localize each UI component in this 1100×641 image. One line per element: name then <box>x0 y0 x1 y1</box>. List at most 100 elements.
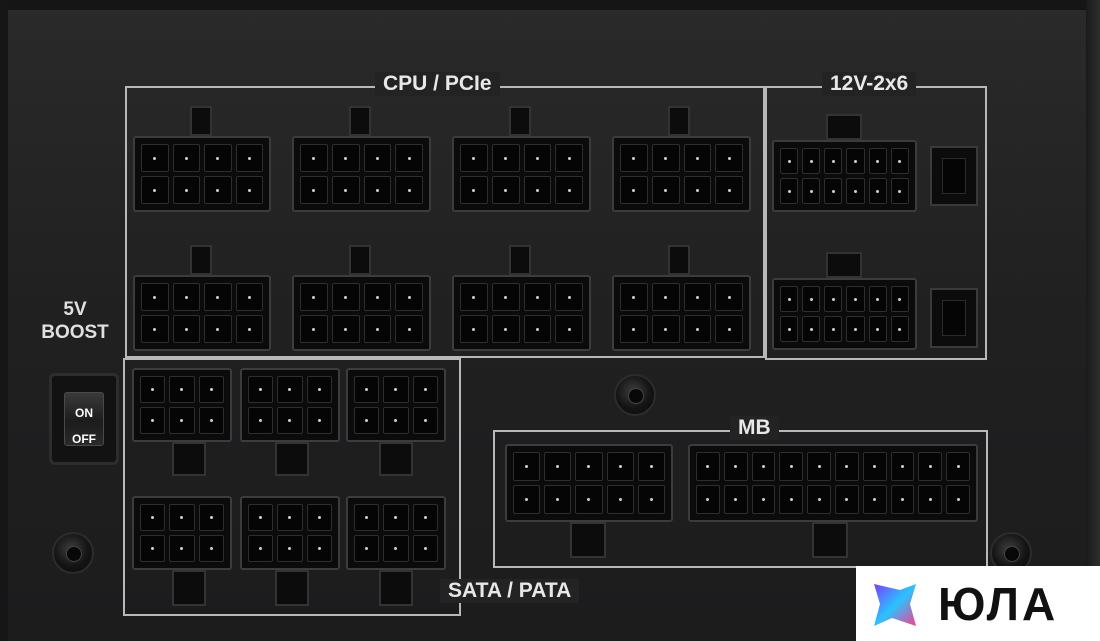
connector-pin <box>637 452 665 481</box>
connector-pin <box>141 176 169 204</box>
connector-pin <box>412 407 438 434</box>
cpu-pcie-connector[interactable] <box>612 275 751 351</box>
connector-pin <box>354 376 380 403</box>
boost-switch[interactable]: ON OFF <box>49 373 119 465</box>
connector-pin <box>544 485 572 514</box>
connector-pin <box>890 148 909 174</box>
connector-pin <box>395 176 423 204</box>
sense-pin-header[interactable] <box>930 288 978 348</box>
connector-pin <box>248 407 274 434</box>
connector-pin <box>491 283 520 311</box>
connector-pin <box>235 144 263 172</box>
sata-pata-connector[interactable] <box>346 368 446 442</box>
mb-latch <box>812 522 848 558</box>
connector-pin <box>363 176 392 204</box>
connector-pin <box>802 178 821 204</box>
connector-pin <box>780 286 799 312</box>
connector-pin <box>807 452 831 481</box>
connector-pin <box>235 283 263 311</box>
mb-connector-10pin[interactable] <box>505 444 673 522</box>
connector-pin <box>460 283 488 311</box>
sense-pin-header[interactable] <box>930 146 978 206</box>
connector-pin <box>513 485 541 514</box>
connector-pin <box>555 144 583 172</box>
connector-pin <box>868 178 887 204</box>
connector-pin <box>683 315 712 343</box>
connector-pin <box>198 376 224 403</box>
sata-pata-connector[interactable] <box>240 496 340 570</box>
connector-pin <box>620 283 648 311</box>
connector-pin <box>751 452 776 481</box>
sata-pata-latch <box>275 570 309 606</box>
connector-pin <box>834 485 859 514</box>
connector-pin <box>651 315 680 343</box>
cpu-pcie-connector[interactable] <box>452 275 591 351</box>
cpu-pcie-latch <box>668 106 690 136</box>
connector-pin <box>862 485 887 514</box>
connector-pin <box>523 315 552 343</box>
cpu-pcie-latch <box>190 245 212 275</box>
connector-pin <box>575 452 603 481</box>
connector-pin <box>198 504 224 531</box>
connector-pin <box>544 452 572 481</box>
connector-pin <box>868 316 887 342</box>
cpu-pcie-connector[interactable] <box>133 275 271 351</box>
sata-pata-connector[interactable] <box>240 368 340 442</box>
cpu-pcie-connector[interactable] <box>612 136 751 212</box>
sata-pata-connector[interactable] <box>132 496 232 570</box>
cpu-pcie-connector[interactable] <box>133 136 271 212</box>
connector-pin <box>300 283 328 311</box>
cpu-pcie-latch <box>190 106 212 136</box>
connector-pin <box>331 283 360 311</box>
mb-connector-main[interactable] <box>688 444 978 522</box>
cpu-pcie-connector[interactable] <box>452 136 591 212</box>
connector-pin <box>862 452 887 481</box>
sata-pata-latch <box>379 442 413 476</box>
connector-pin <box>846 316 865 342</box>
connector-pin <box>141 144 169 172</box>
connector-pin <box>918 485 943 514</box>
cpu-pcie-connector[interactable] <box>292 275 431 351</box>
cpu-pcie-latch <box>349 245 371 275</box>
high-power-connector[interactable] <box>772 140 917 212</box>
connector-pin <box>946 452 970 481</box>
connector-pin <box>802 148 821 174</box>
panel-right-edge <box>1086 0 1100 641</box>
connector-pin <box>235 315 263 343</box>
connector-pin <box>890 286 909 312</box>
connector-pin <box>824 316 843 342</box>
panel-top-edge <box>0 0 1100 10</box>
high-power-connector[interactable] <box>772 278 917 350</box>
high-power-latch <box>826 114 862 140</box>
connector-pin <box>802 286 821 312</box>
connector-pin <box>555 283 583 311</box>
connector-pin <box>868 148 887 174</box>
connector-pin <box>363 283 392 311</box>
cpu-pcie-latch <box>509 106 531 136</box>
boost-label-line2: BOOST <box>41 322 109 343</box>
connector-pin <box>824 178 843 204</box>
boost-switch-rocker[interactable] <box>64 392 104 446</box>
connector-pin <box>824 286 843 312</box>
sata-pata-connector[interactable] <box>346 496 446 570</box>
connector-pin <box>846 286 865 312</box>
connector-pin <box>460 144 488 172</box>
connector-pin <box>277 504 303 531</box>
cpu-pcie-latch <box>509 245 531 275</box>
mb-latch <box>570 522 606 558</box>
mounting-screw-icon <box>52 532 94 574</box>
connector-pin <box>383 407 409 434</box>
connector-pin <box>651 283 680 311</box>
connector-pin <box>277 535 303 562</box>
sata-pata-connector[interactable] <box>132 368 232 442</box>
connector-pin <box>300 176 328 204</box>
connector-pin <box>277 376 303 403</box>
connector-pin <box>523 283 552 311</box>
connector-pin <box>890 178 909 204</box>
cpu-pcie-connector[interactable] <box>292 136 431 212</box>
connector-pin <box>172 315 200 343</box>
connector-pin <box>248 376 274 403</box>
connector-pin <box>169 504 195 531</box>
connector-pin <box>523 176 552 204</box>
connector-pin <box>460 176 488 204</box>
